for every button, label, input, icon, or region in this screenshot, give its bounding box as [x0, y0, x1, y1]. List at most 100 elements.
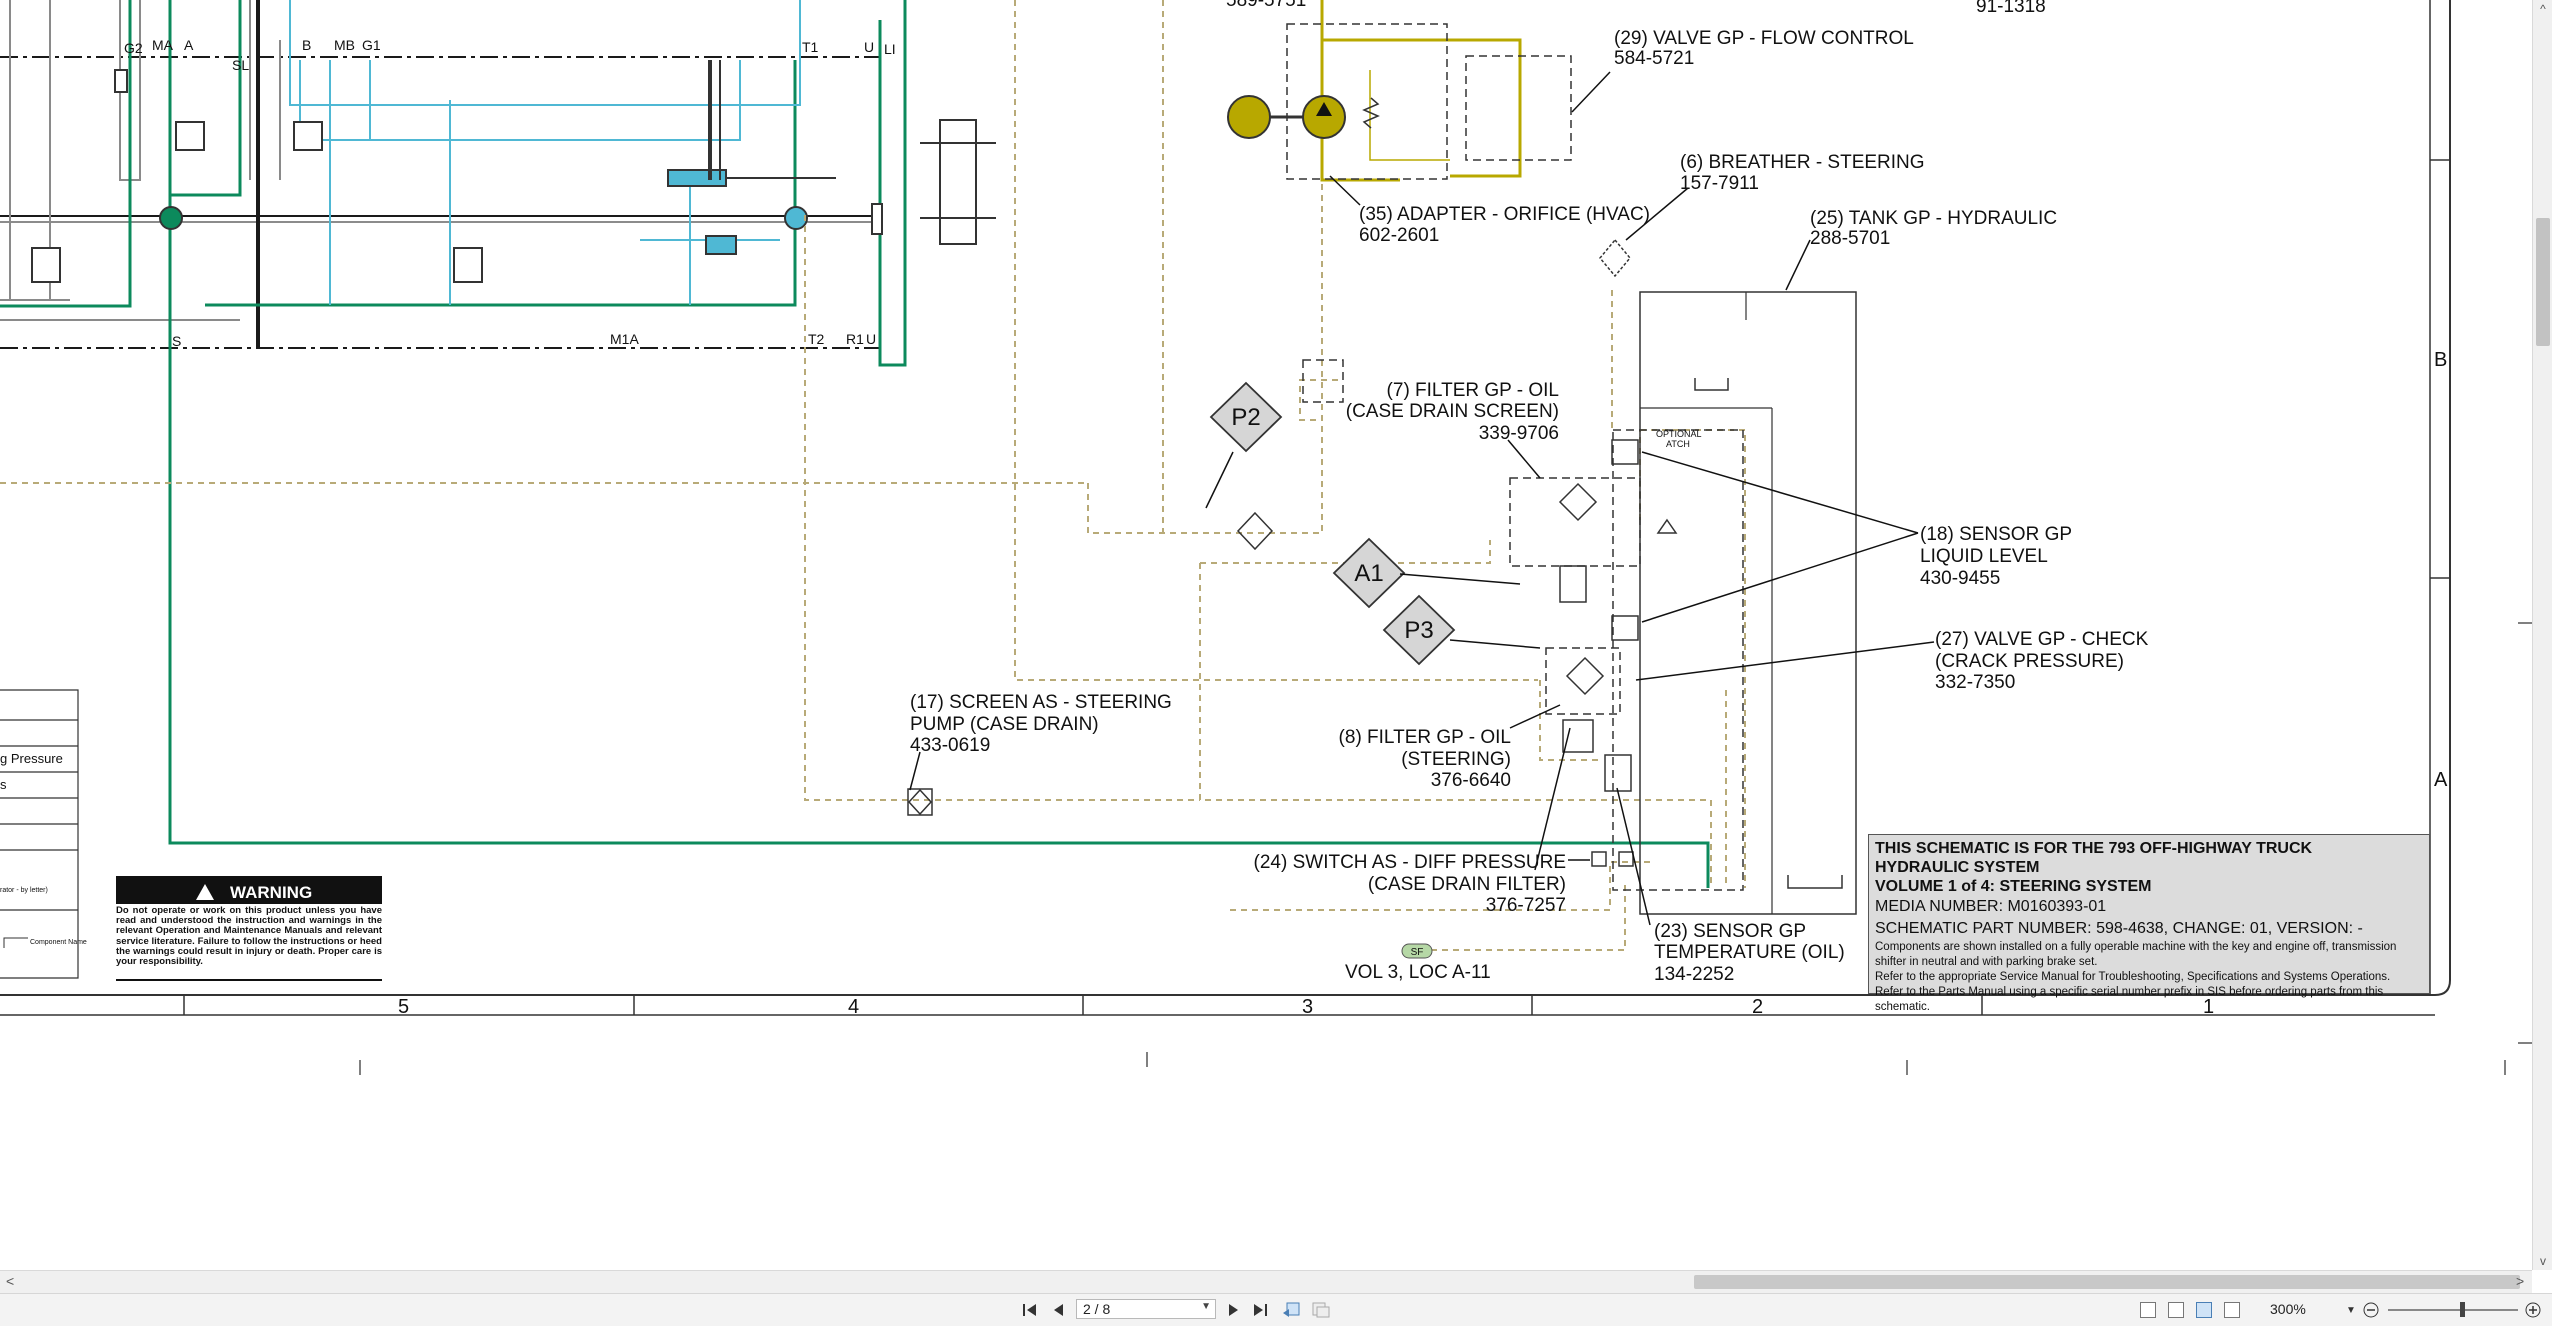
label-c35-part: 602-2601: [1359, 225, 1439, 246]
label-c25-part: 288-5701: [1810, 228, 1890, 249]
first-page-icon: [1023, 1304, 1036, 1316]
port-label: G2: [124, 40, 143, 56]
label-c6-name: (6) BREATHER - STEERING: [1680, 152, 1925, 173]
label-c35-name: (35) ADAPTER - ORIFICE (HVAC): [1359, 204, 1650, 225]
label-c18-sub: LIQUID LEVEL: [1920, 546, 2048, 567]
previous-page-button[interactable]: [1048, 1300, 1068, 1320]
horizontal-scroll-thumb[interactable]: [1694, 1275, 2520, 1289]
zoom-level[interactable]: 300%: [2270, 1299, 2330, 1319]
label-c17-sub: PUMP (CASE DRAIN): [910, 714, 1099, 735]
schematic-drawing: 5 4 3 2 1 B A: [0, 0, 2532, 1075]
label-c17-name: (17) SCREEN AS - STEERING: [910, 692, 1172, 713]
label-c6-part: 157-7911: [1680, 173, 1759, 194]
port-label: S: [172, 333, 181, 349]
vol-reference: VOL 3, LOC A-11: [1345, 962, 1491, 983]
title-block: THIS SCHEMATIC IS FOR THE 793 OFF-HIGHWA…: [1868, 834, 2430, 1013]
label-c23-sub: TEMPERATURE (OIL): [1654, 942, 1845, 963]
label-c17-part: 433-0619: [910, 735, 990, 756]
title-line-1: THIS SCHEMATIC IS FOR THE 793 OFF-HIGHWA…: [1875, 840, 2313, 857]
port-label: MB: [334, 37, 355, 53]
first-page-button[interactable]: [1020, 1300, 1040, 1320]
port-label: T2: [808, 331, 825, 347]
port-label: T1: [802, 39, 819, 55]
previous-view-icon: [1283, 1302, 1300, 1317]
port-label: LI: [884, 41, 896, 57]
label-c27-part: 332-7350: [1935, 672, 2015, 693]
grid-col-5: 5: [398, 996, 409, 1018]
next-view-button[interactable]: [1310, 1300, 1332, 1320]
label-c8-name: (8) FILTER GP - OIL: [1339, 727, 1511, 748]
label-c18-part: 430-9455: [1920, 568, 2000, 589]
zoom-in-icon: [2525, 1302, 2541, 1318]
port-label: U: [864, 39, 874, 55]
port-label: B: [302, 37, 311, 53]
label-c27-sub: (CRACK PRESSURE): [1935, 651, 2124, 672]
title-line-2: HYDRAULIC SYSTEM: [1875, 859, 2040, 876]
scroll-down-arrow[interactable]: v: [2540, 1254, 2546, 1268]
continuous-facing-view-icon[interactable]: [2224, 1302, 2240, 1318]
label-c8-part: 376-6640: [1431, 770, 1511, 791]
test-points: [1209, 381, 1456, 666]
port-label: SL: [232, 57, 249, 73]
test-point-p2: P2: [1231, 404, 1260, 431]
label-c27-name: (27) VALVE GP - CHECK: [1935, 629, 2149, 650]
viewer-toolbar: 2 / 8 ▼ 300% ▼: [0, 1293, 2552, 1326]
legend-text: g Pressure: [0, 751, 63, 766]
last-page-button[interactable]: [1250, 1300, 1270, 1320]
vertical-scroll-thumb[interactable]: [2536, 218, 2550, 346]
grid-col-1: 1: [2203, 996, 2214, 1018]
page-number-input[interactable]: 2 / 8 ▼: [1076, 1299, 1216, 1319]
test-point-p3: P3: [1404, 617, 1433, 644]
title-note-2: Refer to the appropriate Service Manual …: [1875, 971, 2391, 983]
grid-row-a: A: [2434, 769, 2448, 791]
media-number: MEDIA NUMBER: M0160393-01: [1875, 898, 2107, 915]
port-label: M1A: [610, 331, 639, 347]
title-note-1: Components are shown installed on a full…: [1875, 941, 2397, 968]
label-c23-part: 134-2252: [1654, 964, 1734, 985]
single-page-view-icon[interactable]: [2140, 1302, 2156, 1318]
zoom-slider[interactable]: [2388, 1309, 2518, 1311]
label-c25-name: (25) TANK GP - HYDRAULIC: [1810, 208, 2057, 229]
grid-col-2: 2: [1752, 996, 1763, 1018]
vertical-scrollbar[interactable]: ^ v: [2532, 0, 2552, 1270]
label-c7-part: 339-9706: [1479, 423, 1559, 444]
next-page-button[interactable]: [1224, 1300, 1244, 1320]
previous-view-button[interactable]: [1280, 1300, 1302, 1320]
legend-text: Component Name: [30, 939, 87, 946]
facing-view-icon[interactable]: [2196, 1302, 2212, 1318]
legend-text: s: [0, 777, 7, 792]
continuous-view-icon[interactable]: [2168, 1302, 2184, 1318]
document-viewport[interactable]: 5 4 3 2 1 B A: [0, 0, 2532, 1270]
horizontal-scrollbar[interactable]: < >: [0, 1270, 2532, 1293]
label-partial-top-mid: 589-5751: [1226, 0, 1306, 11]
optional-label: OPTIONAL: [1656, 429, 1702, 439]
legend-text: rator - by letter): [0, 887, 48, 894]
next-view-icon: [1312, 1302, 1330, 1318]
port-label: A: [184, 37, 194, 53]
port-label: R1: [846, 331, 864, 347]
warning-text: Do not operate or work on this product u…: [116, 905, 382, 968]
port-label: U: [866, 331, 876, 347]
legend-table: [0, 689, 79, 979]
zoom-value: 300%: [2270, 1301, 2306, 1317]
port-label: G1: [362, 37, 381, 53]
chevron-down-icon[interactable]: ▼: [2346, 1304, 2356, 1316]
label-c8-sub: (STEERING): [1401, 749, 1511, 770]
zoom-out-button[interactable]: [2362, 1300, 2380, 1320]
label-c24-name: (24) SWITCH AS - DIFF PRESSURE: [1254, 852, 1566, 873]
chevron-down-icon[interactable]: ▼: [1201, 1301, 1211, 1312]
zoom-slider-handle[interactable]: [2460, 1302, 2465, 1317]
optional-label: ATCH: [1666, 439, 1690, 449]
label-c29-part: 584-5721: [1614, 48, 1694, 69]
label-c18-name: (18) SENSOR GP: [1920, 524, 2072, 545]
label-c29-name: (29) VALVE GP - FLOW CONTROL: [1614, 28, 1914, 49]
scroll-right-arrow[interactable]: >: [2516, 1273, 2525, 1289]
test-point-a1: A1: [1354, 560, 1383, 587]
grid-col-4: 4: [848, 996, 859, 1018]
scroll-left-arrow[interactable]: <: [6, 1273, 15, 1289]
zoom-in-button[interactable]: [2524, 1300, 2542, 1320]
scroll-up-arrow[interactable]: ^: [2540, 2, 2546, 16]
title-note-3: Refer to the Parts Manual using a specif…: [1875, 986, 2384, 1013]
schematic-part-number: SCHEMATIC PART NUMBER: 598-4638, CHANGE:…: [1875, 920, 2363, 937]
label-partial-top: 91-1318: [1976, 0, 2046, 17]
